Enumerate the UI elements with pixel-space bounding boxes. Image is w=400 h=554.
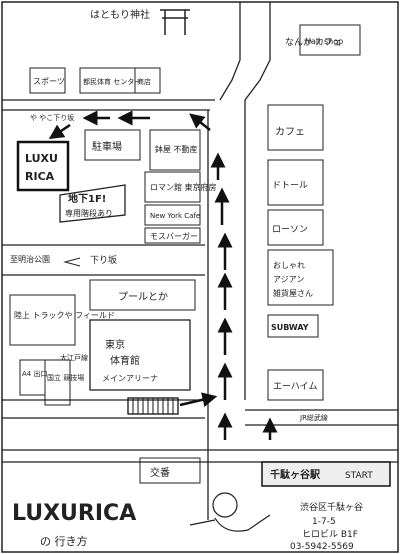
track-label: 陸上 トラックや フィールド: [14, 310, 115, 320]
route-arrows: [48, 110, 278, 440]
shrine: はともり神社: [90, 8, 190, 35]
tokyo-gym: [89, 319, 191, 391]
koban-label: 交番: [150, 466, 170, 479]
svg-text:はともり神社: はともり神社: [90, 8, 150, 21]
logo-subtitle: の 行き方: [40, 534, 88, 548]
ny-cafe-label: New York Cafe: [150, 212, 200, 220]
erfheim-label: エーハイム: [273, 381, 317, 392]
pool-label: プールとか: [118, 291, 168, 303]
gym-label-1: 東京: [105, 338, 125, 351]
address-line-1: 渋谷区千駄ヶ谷: [300, 501, 363, 513]
vakkaku-label: や やこ下り坂: [30, 113, 74, 122]
gym-label-3: メインアリーナ: [102, 374, 158, 383]
underground-label-1: 地下1F!: [68, 192, 106, 205]
underground-label-2: 専用階段あり: [65, 208, 113, 218]
roman-label: ロマン館 東京府房: [150, 182, 217, 192]
zakka-label-1: おしゃれ: [273, 261, 305, 270]
nanka-cafe-label: なんか カフェ: [285, 37, 342, 48]
sendagaya-station: [261, 461, 391, 487]
sports-label: スポーツ: [33, 77, 65, 86]
gaien-label: 至明治公園: [10, 254, 50, 264]
kudarizaka-label: 下り坂: [90, 255, 117, 266]
luxurica-sign-1: LUXU: [25, 152, 58, 165]
gym-label-2: 体育館: [110, 354, 140, 367]
mascot-girl-icon: [189, 492, 271, 532]
zakka-label-2: アジアン: [273, 275, 304, 284]
hair-shop-label: Hair shop: [305, 37, 343, 46]
cafe-label: カフェ: [275, 126, 305, 138]
subway-label: SUBWAY: [271, 323, 309, 332]
jibun-center-label: 都民体育 センター: [83, 77, 141, 86]
start-label: START: [345, 471, 373, 481]
address-line-3: ヒロビル B1F: [302, 529, 358, 540]
luxurica-building: [16, 140, 70, 192]
fudosan-label: 鉢屋 不動産: [155, 144, 198, 154]
toei-station-label: 大江戸線: [60, 353, 88, 362]
mos-label: モスバーガー: [150, 231, 198, 241]
sports-store-label: 商店: [137, 77, 151, 86]
logo: LUXURICA: [12, 501, 136, 526]
zakka-label-3: 雑貨屋さん: [273, 288, 313, 298]
underground-callout: [59, 184, 126, 223]
address-line-2: 1-7-5: [312, 517, 336, 527]
a4-exit-label: A4 出口: [22, 369, 47, 378]
doutor-label: ドトール: [272, 181, 308, 191]
parking-label: 駐車場: [92, 140, 122, 153]
jr-line-label: JR総武線: [299, 413, 328, 422]
torii-icon: [160, 9, 190, 35]
luxurica-sign-2: RICA: [25, 170, 55, 183]
lawson-label: ローソン: [272, 225, 308, 235]
phone-number: 03-5942-5569: [290, 542, 354, 552]
kokuritsu-label: 国立 競技場: [47, 373, 84, 382]
station-label: 千駄ヶ谷駅: [270, 468, 321, 481]
